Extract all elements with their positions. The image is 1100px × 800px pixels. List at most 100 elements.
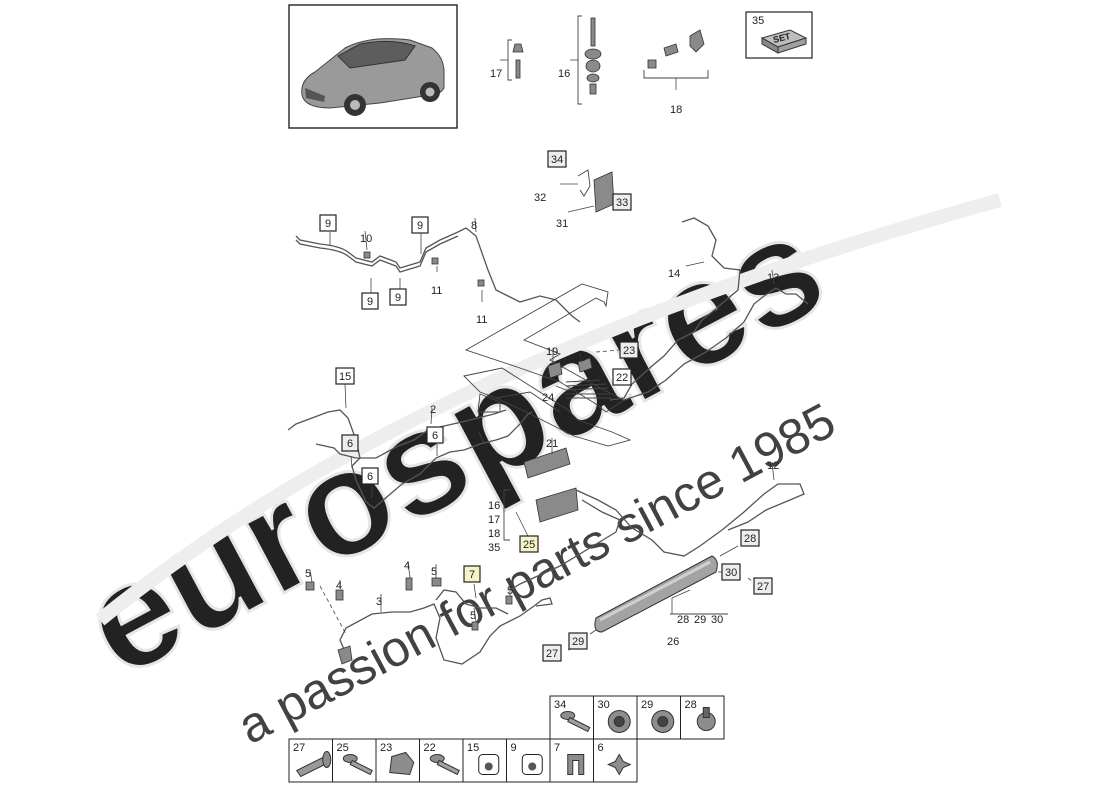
callout-c20: 20 [574, 352, 586, 364]
callout-c26: 26 [667, 636, 679, 648]
fastener-group-18 [643, 29, 709, 90]
callout-number: 22 [616, 372, 628, 384]
callout-c34: 34 [547, 150, 567, 168]
callout-c11b: 11 [476, 314, 487, 326]
brake-line-lower-left [305, 561, 553, 665]
callout-number: 23 [623, 345, 635, 357]
callout-c18: 18 [670, 104, 682, 116]
callout-c32: 32 [534, 192, 546, 204]
parts-grid-number: 27 [293, 742, 305, 754]
callout-c5b: 5 [431, 566, 437, 578]
callout-c1: 1 [475, 434, 481, 446]
vehicle-thumbnail [288, 4, 458, 129]
parts-grid-cell: 6 [593, 738, 638, 783]
callout-number: 14 [668, 268, 680, 280]
pipe-holder-icon [478, 754, 500, 775]
callout-number: 34 [551, 154, 563, 166]
callout-c4a: 4 [336, 580, 342, 592]
parts-grid-number: 22 [424, 742, 436, 754]
parts-grid-number: 29 [641, 699, 653, 711]
callout-c18b: 18 [488, 528, 500, 540]
callout-c12: 12 [767, 460, 779, 472]
callout-number: 30 [725, 567, 737, 579]
callout-c21: 21 [546, 438, 558, 450]
parts-grid-cell: 28 [680, 695, 725, 740]
callout-c6c: 6 [361, 467, 379, 485]
callout-number: 17 [490, 68, 502, 80]
push-rivet-icon [296, 751, 332, 778]
parts-grid-number: 15 [467, 742, 479, 754]
callout-number: 27 [546, 648, 558, 660]
callout-number: 5 [470, 610, 476, 622]
callout-number: 25 [523, 539, 535, 551]
callout-c17b: 17 [488, 514, 500, 526]
callout-number: 5 [431, 566, 437, 578]
set-box-number: 35 [752, 15, 764, 27]
callout-c15: 15 [335, 367, 355, 385]
callout-c30b: 30 [711, 614, 723, 626]
callout-c3: 3 [376, 596, 382, 608]
parts-grid-number: 30 [598, 699, 610, 711]
callout-number: 6 [432, 430, 438, 442]
callout-number: 5 [305, 568, 311, 580]
callout-number: 29 [694, 614, 706, 626]
fastener-group-17 [500, 39, 524, 81]
callout-c31: 31 [556, 218, 568, 230]
callout-c9d: 9 [389, 288, 407, 306]
set-box-label: SET [772, 31, 792, 45]
callout-number: 3 [376, 596, 382, 608]
callout-c13: 13 [767, 272, 779, 284]
callout-c9a: 9 [319, 214, 337, 232]
callout-number: 6 [347, 438, 353, 450]
callout-c29b: 29 [694, 614, 706, 626]
callout-c27b: 27 [542, 644, 562, 662]
callout-number: 11 [431, 285, 442, 297]
parts-grid-number: 28 [685, 699, 697, 711]
callout-c4b: 4 [404, 560, 410, 572]
fastener-group-16 [570, 15, 602, 105]
callout-c11a: 11 [431, 285, 442, 297]
parts-grid-cell: 7 [549, 738, 594, 783]
callout-number: 18 [488, 528, 500, 540]
bracket-clip-icon [567, 754, 585, 775]
brake-line-rear-long [509, 461, 805, 591]
callout-c5a: 5 [305, 568, 311, 580]
parts-grid-cell: 30 [593, 695, 638, 740]
callout-number: 35 [488, 542, 500, 554]
brake-line-right [609, 217, 809, 401]
parts-grid-number: 9 [511, 742, 517, 754]
callout-number: 30 [711, 614, 723, 626]
callout-number: 33 [616, 197, 628, 209]
callout-number: 6 [367, 471, 373, 483]
parts-grid-cell: 34 [549, 695, 594, 740]
callout-number: 15 [339, 371, 351, 383]
parts-grid-cell: 29 [636, 695, 681, 740]
callout-number: 12 [767, 460, 779, 472]
callout-number: 11 [476, 314, 487, 326]
callout-c5d: 5 [470, 610, 476, 622]
callout-number: 17 [488, 514, 500, 526]
callout-number: 7 [469, 569, 475, 581]
callout-c2: 2 [430, 404, 436, 416]
callout-c10: 10 [360, 233, 372, 245]
callout-number: 5 [507, 585, 513, 597]
parts-grid-cell: 15 [462, 738, 507, 783]
star-clip-icon [606, 753, 632, 776]
grommet-icon [607, 710, 631, 733]
pump-unit [503, 438, 579, 541]
callout-number: 16 [488, 500, 500, 512]
parts-grid-number: 7 [554, 742, 560, 754]
callout-c9b: 9 [411, 216, 429, 234]
callout-c6b: 6 [426, 426, 444, 444]
callout-number: 31 [556, 218, 568, 230]
callout-number: 9 [417, 220, 423, 232]
parts-grid-cell: 22 [419, 738, 464, 783]
grommet-icon [651, 710, 675, 733]
callout-c28b: 28 [677, 614, 689, 626]
watermark-swoosh [95, 193, 1002, 626]
parts-grid-cell: 27 [288, 738, 333, 783]
callout-number: 9 [395, 292, 401, 304]
